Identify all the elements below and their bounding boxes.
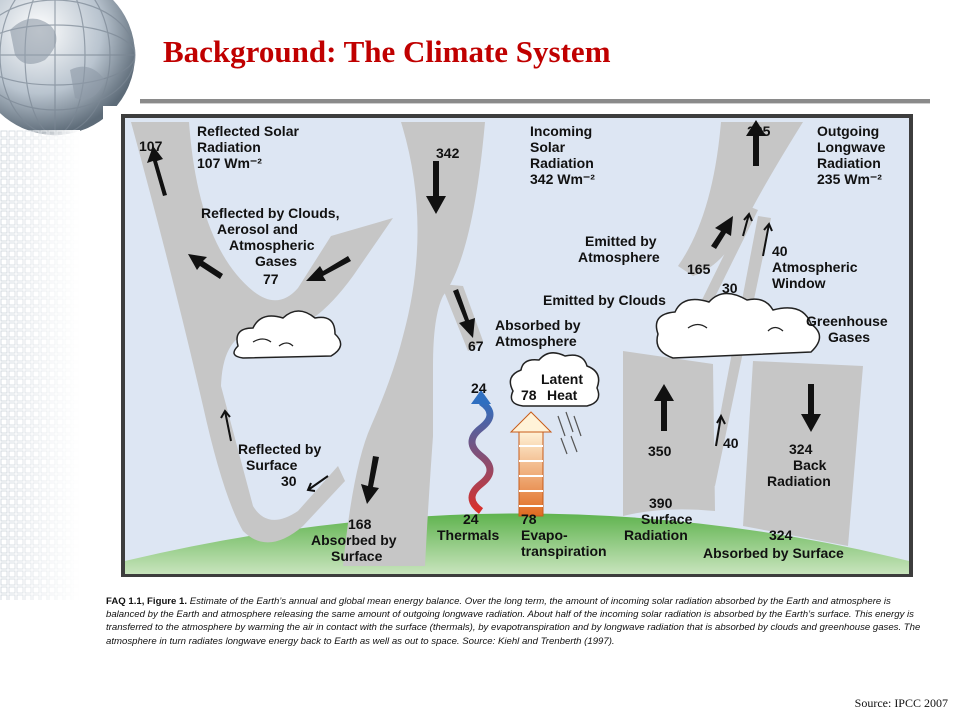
reflected-surface-label-2: Surface (246, 457, 298, 473)
outgoing-longwave-value: 235 (747, 123, 771, 139)
incoming-solar-arrow (426, 161, 446, 214)
outgoing-longwave-band (678, 122, 803, 276)
surface-radiation-bottom-label-1: Surface (641, 511, 693, 527)
emitted-atmosphere-value: 165 (687, 261, 711, 277)
latent-heat-label-2: Heat (547, 387, 578, 403)
emitted-clouds-value: 30 (722, 280, 738, 296)
atmospheric-window-value: 40 (772, 243, 788, 259)
cloud-right (655, 292, 821, 359)
thin-arrows (220, 212, 773, 492)
reflected-solar-band (131, 122, 393, 543)
reflected-clouds-label-2: Aerosol and (217, 221, 298, 237)
outgoing-longwave-label-1: Outgoing (817, 123, 879, 139)
absorbed-surface-right-value: 324 (769, 527, 793, 543)
surface-radiation-column (623, 351, 715, 516)
cloud-latent-heat (509, 352, 600, 455)
emitted-atmosphere-arrow (711, 216, 733, 249)
thermals-arrowhead (471, 390, 491, 404)
atmospheric-window-label-2: Window (772, 275, 826, 291)
emitted-clouds-label: Emitted by Clouds (543, 292, 666, 308)
incoming-solar-label-3: Radiation (530, 155, 594, 171)
emitted-atmosphere-label-2: Atmosphere (578, 249, 660, 265)
energy-balance-diagram: 107 Reflected Solar Radiation 107 Wm⁻² 3… (121, 114, 913, 577)
slide-source: Source: IPCC 2007 (854, 696, 948, 710)
greenhouse-gases-label-2: Gases (828, 329, 870, 345)
back-radiation-value: 324 (789, 441, 813, 457)
latent-heat-value: 78 (521, 387, 537, 403)
latent-heat-label-1: Latent (541, 371, 583, 387)
surface-radiation-bottom-value: 390 (649, 495, 673, 511)
decorative-grid (0, 130, 80, 600)
title-divider (140, 99, 930, 104)
incoming-solar-value: 342 (436, 145, 460, 161)
greenhouse-gases-label-1: Greenhouse (806, 313, 888, 329)
reflected-solar-label-1: Reflected Solar (197, 123, 299, 139)
absorbed-surface-arrow (361, 456, 379, 504)
outgoing-longwave-arrow (746, 120, 766, 166)
absorbed-atmosphere-arrow (453, 289, 475, 338)
reflected-clouds-label-1: Reflected by Clouds, (201, 205, 339, 221)
energy-balance-figure: 107 Reflected Solar Radiation 107 Wm⁻² 3… (103, 106, 929, 586)
absorbed-atmosphere-value: 67 (468, 338, 484, 354)
back-radiation-label-2: Radiation (767, 473, 831, 489)
surface-radiation-value: 350 (648, 443, 672, 459)
surface-radiation-bottom-label-2: Radiation (624, 527, 688, 543)
atmospheric-window-label-1: Atmospheric (772, 259, 858, 275)
absorbed-surface-right-label: Absorbed by Surface (703, 545, 844, 561)
emitted-atmosphere-label-1: Emitted by (585, 233, 657, 249)
back-radiation-column (743, 361, 863, 546)
caption-text: Estimate of the Earth’s annual and globa… (106, 596, 921, 647)
reflected-solar-value: 107 (139, 138, 163, 154)
window-up-value: 40 (723, 435, 739, 451)
reflected-clouds-value: 77 (263, 271, 279, 287)
reflected-solar-label-3: 107 Wm⁻² (197, 155, 262, 171)
reflected-clouds-label-3: Atmospheric (229, 237, 315, 253)
outgoing-longwave-label-4: 235 Wm⁻² (817, 171, 882, 187)
caption-lead: FAQ 1.1, Figure 1. (106, 596, 188, 607)
incoming-solar-label-1: Incoming (530, 123, 592, 139)
earth-surface (125, 513, 909, 574)
reflected-solar-arrow (147, 146, 167, 196)
cloud-left (233, 310, 342, 359)
incoming-solar-label-2: Solar (530, 139, 566, 155)
outgoing-longwave-label-2: Longwave (817, 139, 886, 155)
surface-radiation-arrow (654, 384, 674, 431)
diagram-labels: 107 Reflected Solar Radiation 107 Wm⁻² 3… (139, 123, 888, 564)
reflected-surface-value: 30 (281, 473, 297, 489)
thermals-arrow (468, 399, 494, 514)
back-radiation-label-1: Back (793, 457, 827, 473)
incoming-solar-label-4: 342 Wm⁻² (530, 171, 595, 187)
absorbed-surface-left-label-1: Absorbed by (311, 532, 397, 548)
incoming-solar-band (343, 122, 485, 566)
figure-caption: FAQ 1.1, Figure 1. Estimate of the Earth… (106, 595, 926, 648)
evapotranspiration-arrow (509, 411, 553, 517)
reflected-solar-label-2: Radiation (197, 139, 261, 155)
globe-logo (0, 0, 136, 136)
absorbed-surface-left-label-2: Surface (331, 548, 383, 564)
flow-arrows (147, 120, 821, 504)
evapo-bottom-label-1: Evapo- (521, 527, 568, 543)
thermals-value: 24 (471, 380, 487, 396)
slide-title: Background: The Climate System (163, 34, 611, 69)
absorbed-atmosphere-label-2: Atmosphere (495, 333, 577, 349)
reflected-clouds-label-4: Gases (255, 253, 297, 269)
thermals-bottom-label: Thermals (437, 527, 499, 543)
absorbed-surface-left-value: 168 (348, 516, 372, 532)
evapo-bottom-label-2: transpiration (521, 543, 607, 559)
thermals-bottom-value: 24 (463, 511, 479, 527)
cloud-reflection-arrow-1 (306, 256, 351, 281)
absorbed-atmosphere-label-1: Absorbed by (495, 317, 581, 333)
reflected-surface-label-1: Reflected by (238, 441, 321, 457)
back-radiation-arrow (801, 384, 821, 432)
evapo-bottom-value: 78 (521, 511, 537, 527)
outgoing-longwave-label-3: Radiation (817, 155, 881, 171)
cloud-reflection-arrow-2 (188, 254, 223, 279)
